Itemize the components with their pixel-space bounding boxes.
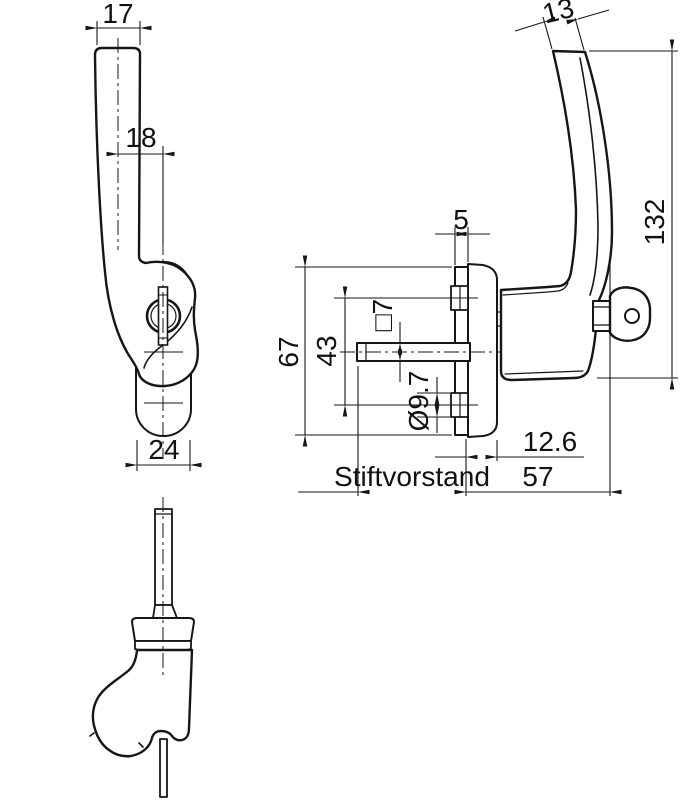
dim-grip-offset-label: 18 xyxy=(125,122,156,153)
dim-screw-spacing: 43 xyxy=(311,286,348,417)
bottom-view xyxy=(89,497,195,798)
base-front-ticks xyxy=(496,311,502,327)
dim-rosette-width: 24 xyxy=(125,434,202,471)
dim-screw-spacing-label: 43 xyxy=(311,335,342,366)
base-top-edge-line xyxy=(502,282,569,296)
dim-plate-length: 67 xyxy=(273,255,452,447)
dim-rosette-width-label: 24 xyxy=(148,434,179,465)
dim-plate-thickness-label: 5 xyxy=(453,204,469,235)
side-view: 5 67 43 □7 Ø9.7 Stiftvors xyxy=(273,0,678,496)
dim-pin-projection: Stiftvorstand xyxy=(298,366,490,496)
lever-edge-highlight xyxy=(579,57,599,296)
cover-cap-side xyxy=(467,263,498,438)
dim-total-depth: 57 xyxy=(454,461,622,495)
handle-lever-side xyxy=(499,49,614,382)
key-head-icon xyxy=(608,286,652,342)
handle-grip-front xyxy=(93,46,199,388)
mold-parting-ticks xyxy=(89,732,144,748)
dim-lever-top-width-label: 13 xyxy=(539,0,577,29)
dim-pin-projection-label: Stiftvorstand xyxy=(334,461,490,492)
dim-grip-width-label: 17 xyxy=(102,0,133,29)
dim-handle-height: 132 xyxy=(589,39,678,390)
dim-handle-height-label: 132 xyxy=(639,199,670,246)
dim-spindle-square: □7 xyxy=(367,299,403,382)
dim-boss-diameter: Ø9.7 xyxy=(403,371,450,433)
dim-spindle-square-label: □7 xyxy=(367,299,398,331)
base-bottom-edge-line xyxy=(504,370,584,375)
dim-plate-thickness: 5 xyxy=(435,204,490,265)
dim-total-depth-label: 57 xyxy=(522,461,553,492)
dim-plate-length-label: 67 xyxy=(273,336,304,367)
dim-lever-top-width: 13 xyxy=(514,0,610,51)
spindle-pin xyxy=(159,738,168,798)
handle-body-bottom-view xyxy=(91,648,194,758)
dim-grip-offset: 18 xyxy=(106,122,175,244)
spindle-taper xyxy=(152,604,178,619)
dim-boss-diameter-label: Ø9.7 xyxy=(403,371,434,432)
dim-cover-offset-label: 12.6 xyxy=(523,426,578,457)
dim-grip-width: 17 xyxy=(85,0,152,45)
dim-cover-offset: 12.6 xyxy=(435,426,584,496)
front-view: 17 18 24 xyxy=(85,0,202,471)
key-hole xyxy=(624,308,640,324)
